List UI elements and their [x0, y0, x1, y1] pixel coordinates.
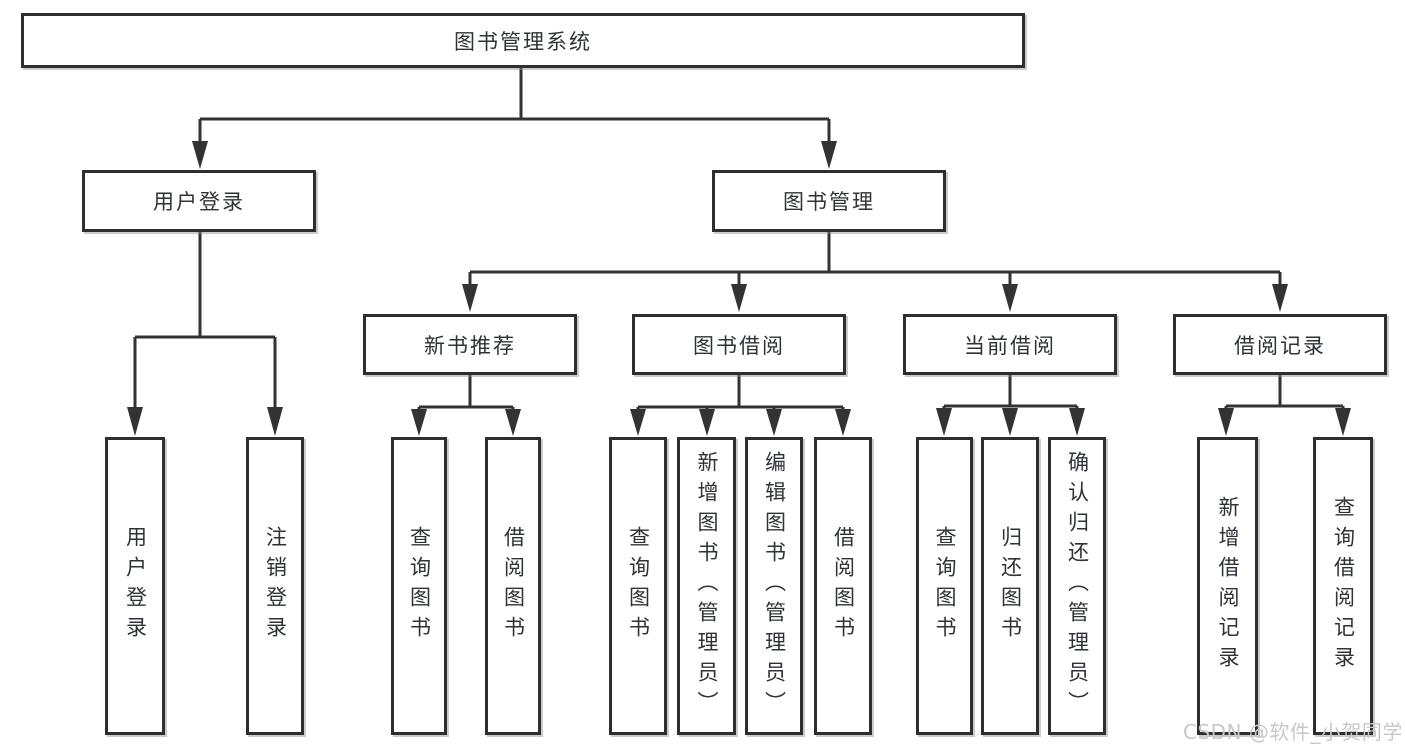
- arrowhead-borrow-record: [1272, 284, 1288, 312]
- node-book-borrow: 图书借阅: [632, 314, 846, 375]
- arrowhead-nb-borrow-book: [505, 409, 521, 436]
- node-cb-confirm-return: 确认归还（管理员）: [1048, 437, 1106, 735]
- node-br-query-record: 查询借阅记录: [1313, 437, 1373, 735]
- arrowhead-leaf-user-login: [127, 407, 143, 436]
- edge-new-book-recommend-leaves: [417, 374, 515, 410]
- node-bb-edit-book: 编辑图书（管理员）: [745, 437, 803, 735]
- arrowhead-bb-edit-book: [766, 409, 782, 436]
- node-bb-add-book: 新增图书（管理员）: [677, 437, 736, 735]
- edge-book-management-level3: [468, 232, 1282, 286]
- edge-user-login-leaves: [133, 232, 277, 409]
- connector-system-to-level2: [192, 68, 837, 169]
- arrowhead-book-management: [821, 141, 837, 169]
- connector-new-book-recommend-to-leaves: [411, 374, 521, 436]
- node-bb-query-book: 查询图书: [609, 437, 667, 735]
- arrowhead-current-borrow: [1002, 284, 1018, 312]
- node-nb-query-book: 查询图书: [391, 437, 447, 735]
- arrowhead-cb-query-book: [936, 408, 952, 436]
- connector-current-borrow-to-leaves: [936, 374, 1085, 436]
- arrowhead-bb-add-book: [699, 409, 715, 436]
- node-borrow-record: 借阅记录: [1173, 314, 1387, 375]
- arrowhead-leaf-logout: [267, 407, 283, 436]
- arrowhead-br-query-record: [1335, 408, 1351, 436]
- node-cb-query-book: 查询图书: [916, 437, 973, 735]
- arrowhead-bb-borrow-book: [835, 409, 851, 436]
- node-system: 图书管理系统: [21, 13, 1025, 68]
- connector-user-login-to-leaves: [127, 232, 283, 436]
- node-br-add-record: 新增借阅记录: [1197, 437, 1258, 735]
- arrowhead-user-login: [192, 141, 208, 169]
- node-leaf-logout: 注销登录: [246, 437, 304, 735]
- arrowhead-new-book-recommend: [462, 284, 478, 312]
- arrowhead-br-add-record: [1218, 408, 1234, 436]
- connector-borrow-record-to-leaves: [1218, 374, 1351, 436]
- edge-current-borrow-leaves: [942, 374, 1079, 409]
- node-book-management: 图书管理: [712, 170, 946, 232]
- node-user-login: 用户登录: [82, 170, 316, 232]
- arrowhead-bb-query-book: [630, 409, 646, 436]
- edge-borrow-record-leaves: [1224, 374, 1345, 409]
- node-cb-return-book: 归还图书: [981, 437, 1039, 735]
- watermark: CSDN @软件_小贺同学: [1183, 720, 1403, 744]
- node-leaf-user-login: 用户登录: [105, 437, 165, 735]
- edge-system-level2: [198, 68, 831, 143]
- connector-book-management-to-level3: [462, 232, 1288, 312]
- arrowhead-book-borrow: [731, 284, 747, 312]
- arrowhead-cb-confirm-return: [1069, 408, 1085, 436]
- node-new-book-recommend: 新书推荐: [363, 314, 577, 375]
- node-bb-borrow-book: 借阅图书: [814, 437, 872, 735]
- edge-book-borrow-leaves: [636, 374, 845, 410]
- arrowhead-nb-query-book: [411, 409, 427, 436]
- node-nb-borrow-book: 借阅图书: [485, 437, 541, 735]
- connector-book-borrow-to-leaves: [630, 374, 851, 436]
- node-current-borrow: 当前借阅: [903, 314, 1117, 375]
- arrowhead-cb-return-book: [1002, 408, 1018, 436]
